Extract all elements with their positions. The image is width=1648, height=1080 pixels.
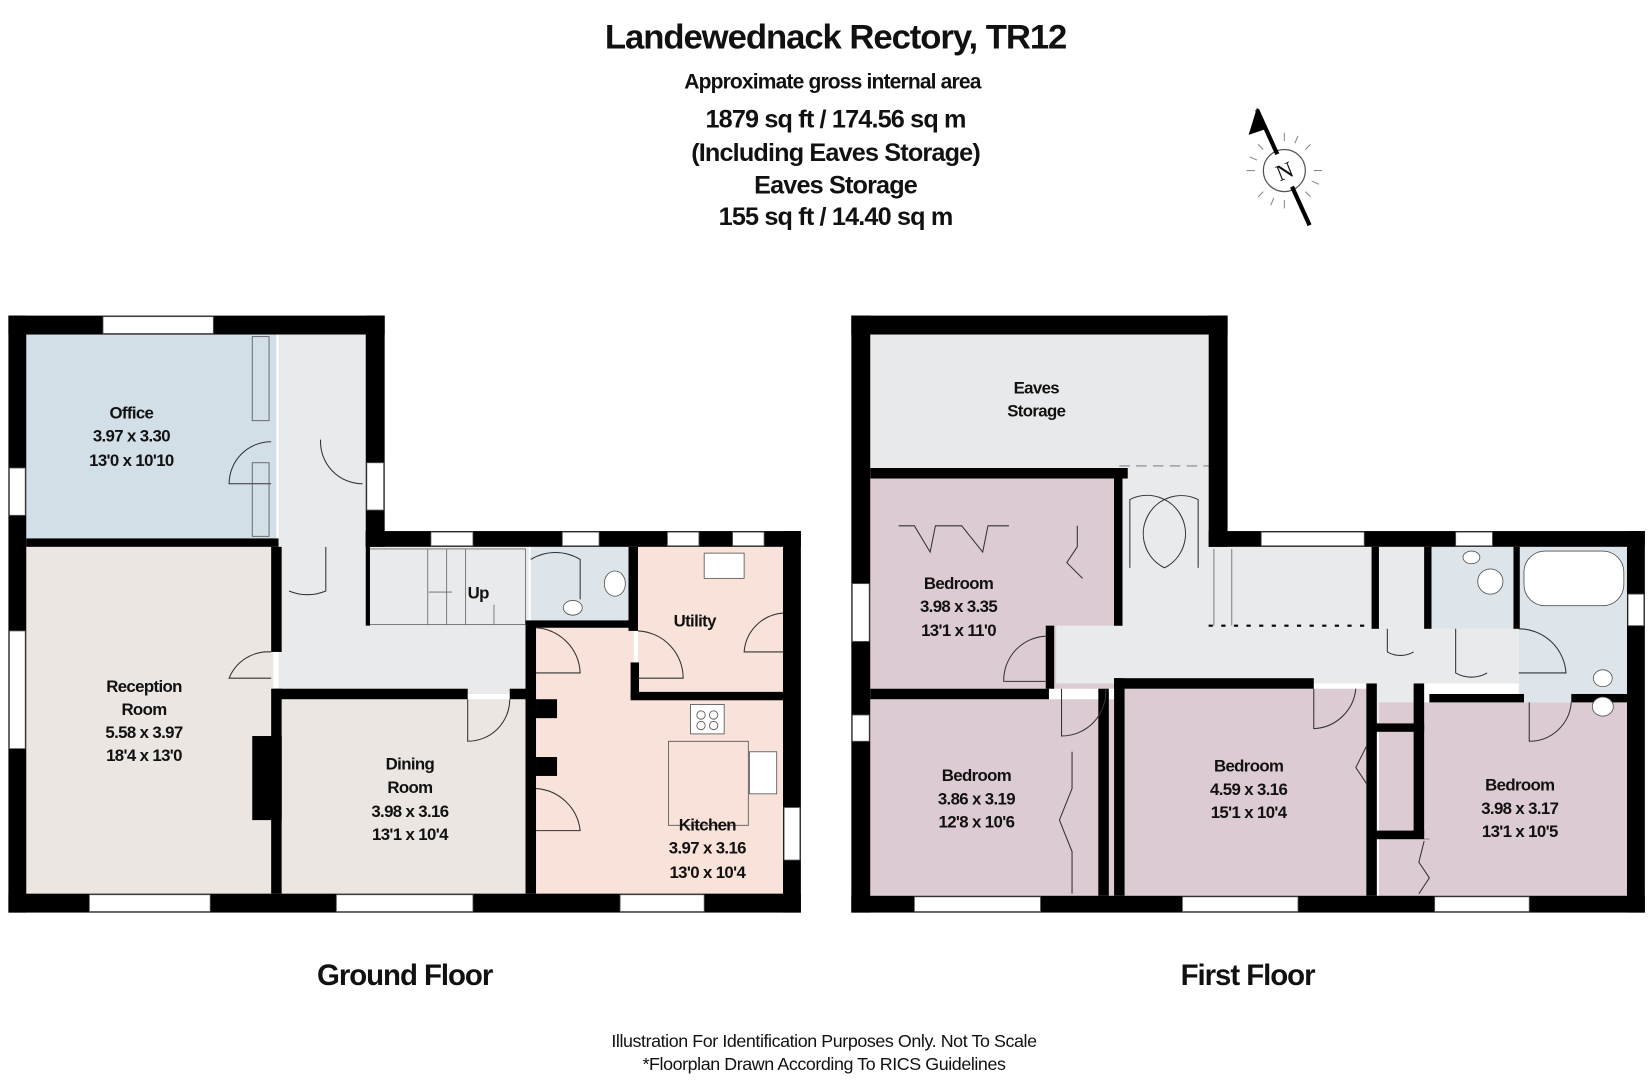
ground-fixtures	[251, 336, 778, 826]
hob-icon	[690, 704, 725, 735]
bedroom-3-imperial: 15'1 x 10'4	[1211, 803, 1288, 822]
bedroom-3-metric: 4.59 x 3.16	[1210, 780, 1287, 799]
utility-name: Utility	[674, 612, 718, 631]
ground-floor-label: Ground Floor	[317, 959, 493, 992]
staircase-ff	[1208, 546, 1377, 629]
office-room	[26, 334, 277, 541]
dining-metric: 3.98 x 3.16	[371, 802, 448, 821]
plan-title: Landewednack Rectory, TR12	[605, 19, 1066, 57]
dining-name-1: Dining	[386, 755, 435, 774]
dining-imperial: 13'1 x 10'4	[372, 825, 449, 844]
reception-imperial: 18'4 x 13'0	[106, 746, 182, 765]
first-doors	[898, 494, 1572, 894]
landing	[1119, 465, 1209, 629]
basin-ff-icon	[1462, 550, 1481, 565]
reception-metric: 5.58 x 3.97	[105, 723, 182, 742]
disclaimer-line-1: Illustration For Identification Purposes…	[611, 1031, 1037, 1051]
reception-name-2: Room	[121, 700, 166, 719]
eaves-storage	[870, 334, 1209, 469]
bedroom-3	[1124, 688, 1373, 896]
first-floor-plan: Eaves Storage Bedroom 3.98 x 3.35 13'1 x…	[851, 315, 1645, 913]
staircase	[367, 548, 526, 626]
bedroom-4-name: Bedroom	[1485, 776, 1554, 795]
bedroom-2-imperial: 12'8 x 10'6	[939, 812, 1015, 831]
bedroom-4-imperial: 13'1 x 10'5	[1482, 822, 1558, 841]
reception-name-1: Reception	[106, 677, 182, 696]
toilet-ff-icon	[1477, 568, 1504, 595]
corridor	[1056, 625, 1519, 684]
office-metric: 3.97 x 3.30	[93, 427, 170, 446]
dining-name-2: Room	[387, 778, 432, 797]
utility-sink-icon	[703, 552, 745, 579]
compass-icon: N	[1246, 107, 1323, 227]
stairs-up-label: Up	[468, 583, 489, 602]
toilet-icon	[603, 570, 626, 597]
kitchen-name: Kitchen	[679, 816, 737, 835]
bedroom-3-name: Bedroom	[1214, 757, 1283, 776]
office-name: Office	[109, 404, 153, 423]
bath-basin-icon	[1592, 669, 1613, 688]
first-floor-label: First Floor	[1181, 959, 1315, 992]
eaves-label: Eaves Storage	[754, 172, 918, 200]
kitchen-imperial: 13'0 x 10'4	[669, 863, 746, 882]
bedroom-2-metric: 3.86 x 3.19	[938, 789, 1015, 808]
bedroom-1-name: Bedroom	[924, 574, 993, 593]
office-imperial: 13'0 x 10'10	[89, 451, 174, 470]
bedroom-1-imperial: 13'1 x 11'0	[921, 621, 996, 640]
area-subtitle: Approximate gross internal area	[684, 71, 981, 94]
disclaimer-line-2: *Floorplan Drawn According To RICS Guide…	[643, 1054, 1006, 1074]
first-windows	[851, 531, 1645, 912]
ground-windows	[9, 316, 801, 912]
including-note: (Including Eaves Storage)	[691, 139, 980, 167]
first-fixtures	[1462, 550, 1625, 717]
hallway	[278, 546, 529, 694]
eaves-name-1: Eaves	[1014, 378, 1060, 397]
bedroom-2	[870, 699, 1115, 896]
bedroom-2-name: Bedroom	[942, 766, 1011, 785]
kitchen-metric: 3.97 x 3.16	[669, 839, 746, 858]
bedroom-4-metric: 3.98 x 3.17	[1481, 799, 1558, 818]
eaves-name-2: Storage	[1007, 402, 1065, 421]
ground-doors	[228, 439, 784, 832]
eaves-area: 155 sq ft / 14.40 sq m	[719, 203, 953, 231]
basin-icon	[562, 600, 583, 616]
bath-icon	[1523, 550, 1625, 607]
dining-room	[281, 699, 529, 896]
total-area: 1879 sq ft / 174.56 sq m	[705, 105, 965, 133]
reception-room	[26, 546, 274, 896]
kitchen-sink-icon	[748, 751, 778, 795]
ground-floor-plan: Up	[8, 315, 801, 913]
bedroom-1-metric: 3.98 x 3.35	[920, 597, 997, 616]
